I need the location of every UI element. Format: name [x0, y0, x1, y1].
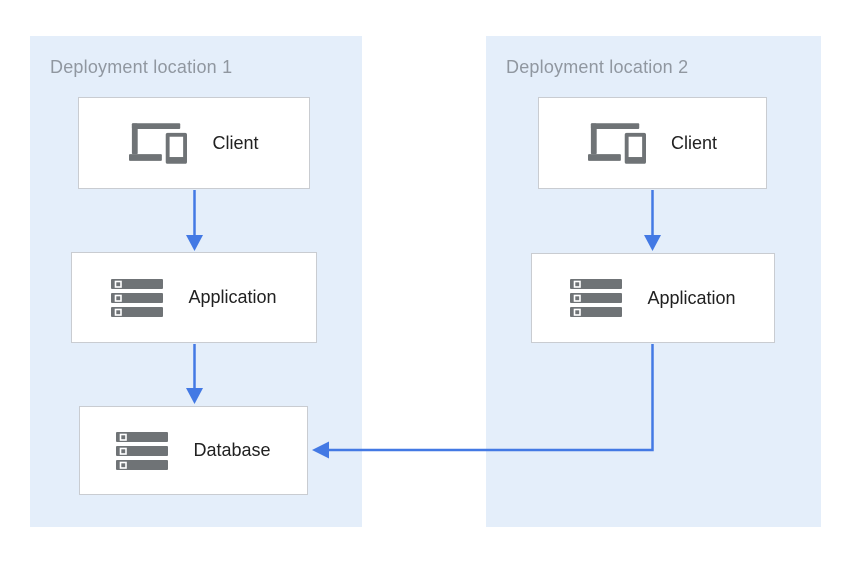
server-stack-icon [570, 279, 623, 317]
client-devices-icon [129, 122, 188, 164]
server-stack-icon [116, 431, 169, 470]
server-stack-icon [111, 278, 164, 317]
node-label: Client [670, 132, 718, 153]
node-zone2-client: Client [538, 97, 767, 189]
node-zone1-database: Database [79, 406, 308, 495]
node-label: Client [212, 132, 259, 153]
zone1-title: Deployment location 1 [50, 57, 233, 77]
node-label: Application [647, 287, 736, 308]
node-zone2-application: Application [531, 253, 775, 343]
node-label: Database [193, 440, 271, 460]
node-label: Application [188, 287, 277, 307]
node-zone1-client: Client [78, 97, 310, 189]
zone2-title: Deployment location 2 [506, 57, 689, 77]
client-devices-icon [587, 122, 646, 164]
node-zone1-application: Application [71, 252, 317, 343]
